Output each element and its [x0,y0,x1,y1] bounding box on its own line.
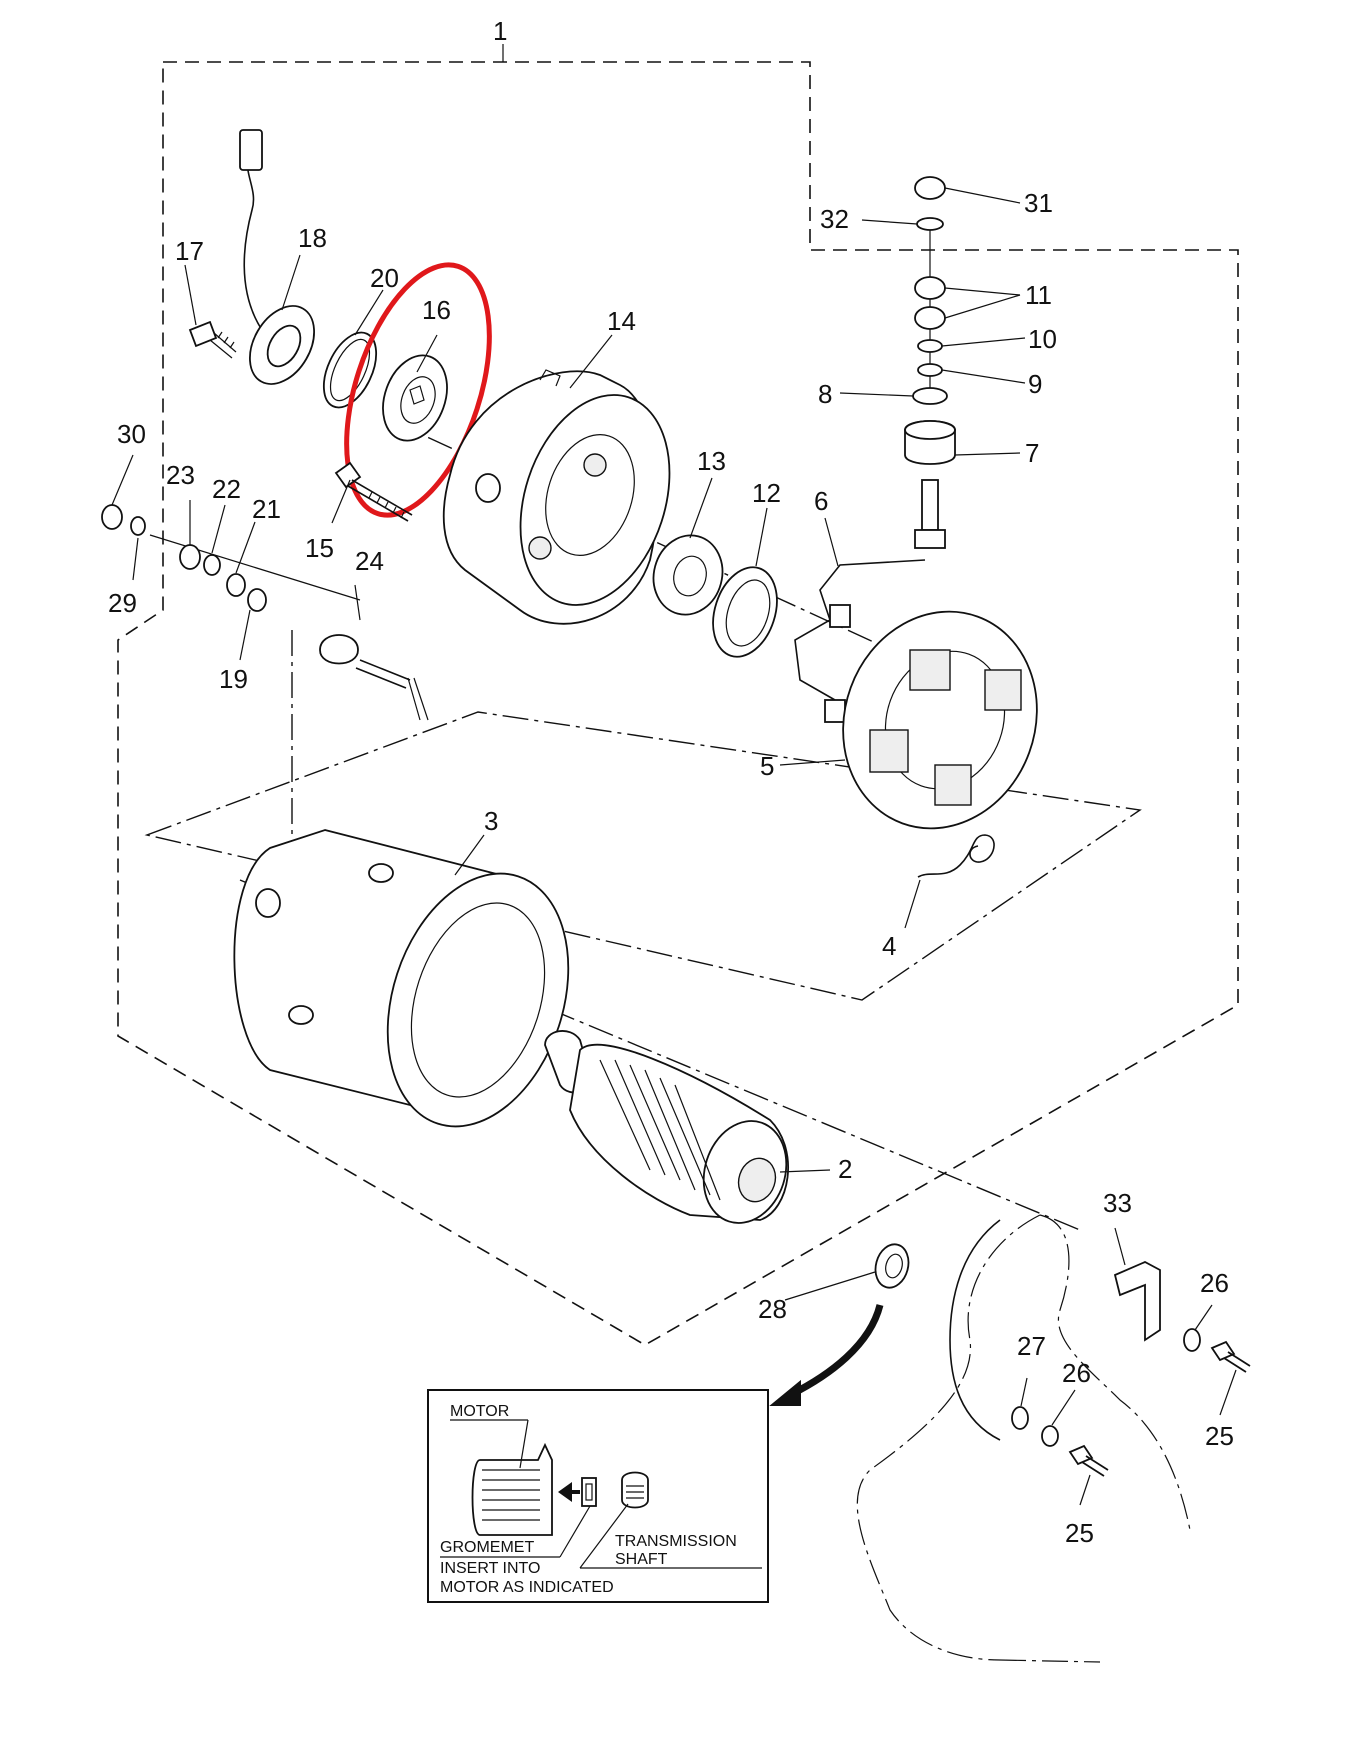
part-33-bracket [1113,1261,1161,1342]
callout-3: 3 [484,806,498,836]
part-20-o-ring [322,331,378,409]
callout-14: 14 [607,306,636,336]
callout-27: 27 [1017,1331,1046,1361]
callout-18: 18 [298,223,327,253]
callout-25b: 25 [1065,1518,1094,1548]
right-hardware [1011,1328,1251,1477]
part-9-washer [917,363,943,377]
callout-25a: 25 [1205,1421,1234,1451]
part-4-spring [917,834,995,878]
callout-16: 16 [422,295,451,325]
part-25-bolt-b [1068,1444,1109,1477]
part-24-insulator [319,634,359,665]
part-19-washer [247,588,267,612]
callout-10: 10 [1028,324,1057,354]
assembly-boundary [117,61,1239,1346]
part-11-nut-a [914,276,946,300]
callout-20: 20 [370,263,399,293]
part-12-seal [712,566,778,658]
part-7-terminal-post [904,420,956,549]
callout-15: 15 [305,533,334,563]
inset-arrow [788,1304,884,1399]
callout-31: 31 [1024,188,1053,218]
callout-1: 1 [493,16,507,46]
part-5-brush-holder [842,610,1038,830]
part-14-end-housing [442,369,671,625]
callout-12: 12 [752,478,781,508]
part-21-washer [226,573,246,597]
inset-motor-label: MOTOR [450,1403,509,1420]
inset-insert-line1: INSERT INTO [440,1560,540,1577]
part-29-washer [130,516,146,536]
callout-22: 22 [212,474,241,504]
part-stack-hardware [912,176,948,405]
callout-7: 7 [1025,438,1039,468]
part-26-lock-washer-b [1041,1425,1059,1447]
part-8-clip [912,387,948,405]
callout-24: 24 [355,546,384,576]
part-27-washer [1011,1406,1029,1430]
callout-5: 5 [760,751,774,781]
inset-box: MOTOR GROMEMET INSERT INTO MOTOR AS INDI… [427,1389,769,1603]
part-11-nut-b [914,306,946,330]
callout-29: 29 [108,588,137,618]
inset-shaft-line1: TRANSMISSION [615,1533,737,1550]
part-3-motor-housing [233,829,570,1128]
assembly-plane [144,711,1142,1001]
part-23-nut [179,544,201,570]
inset-grommet-label: GROMEMET [440,1539,534,1556]
part-22-washer [203,554,221,576]
callout-13: 13 [697,446,726,476]
callout-21: 21 [252,494,281,524]
transmission-housing [856,1214,1191,1663]
inset-shaft-line2: SHAFT [615,1551,668,1568]
callout-19: 19 [219,664,248,694]
callout-9: 9 [1028,369,1042,399]
callout-32: 32 [820,204,849,234]
part-15-through-bolt [334,461,413,522]
left-hardware [101,504,429,721]
part-30-nut [101,504,123,530]
part-28-grommet [874,1243,910,1289]
callout-4: 4 [882,931,896,961]
callout-33: 33 [1103,1188,1132,1218]
part-10-washer [917,339,943,353]
part-6-terminal-lead [794,559,926,723]
inset-insert-line2: MOTOR AS INDICATED [440,1579,614,1596]
callout-26b: 26 [1062,1358,1091,1388]
part-17-bolt [188,320,237,359]
part-18-sensor-ring [239,129,315,385]
part-13-bearing [652,534,724,616]
callout-23: 23 [166,460,195,490]
callout-6: 6 [814,486,828,516]
part-26-lock-washer-a [1183,1328,1201,1352]
callout-leaders [111,187,1237,1506]
callout-26a: 26 [1200,1268,1229,1298]
part-2-armature [544,1030,790,1224]
part-25-bolt-a [1210,1340,1251,1373]
callout-11: 11 [1025,280,1052,310]
callout-2: 2 [838,1154,852,1184]
callout-8: 8 [818,379,832,409]
highlight-ellipse [344,262,492,518]
part-31-nut [914,176,946,200]
part-16-coupler [382,354,448,442]
callout-28: 28 [758,1294,787,1324]
callout-30: 30 [117,419,146,449]
callout-17: 17 [175,236,204,266]
part-32-lock-washer [916,217,944,231]
